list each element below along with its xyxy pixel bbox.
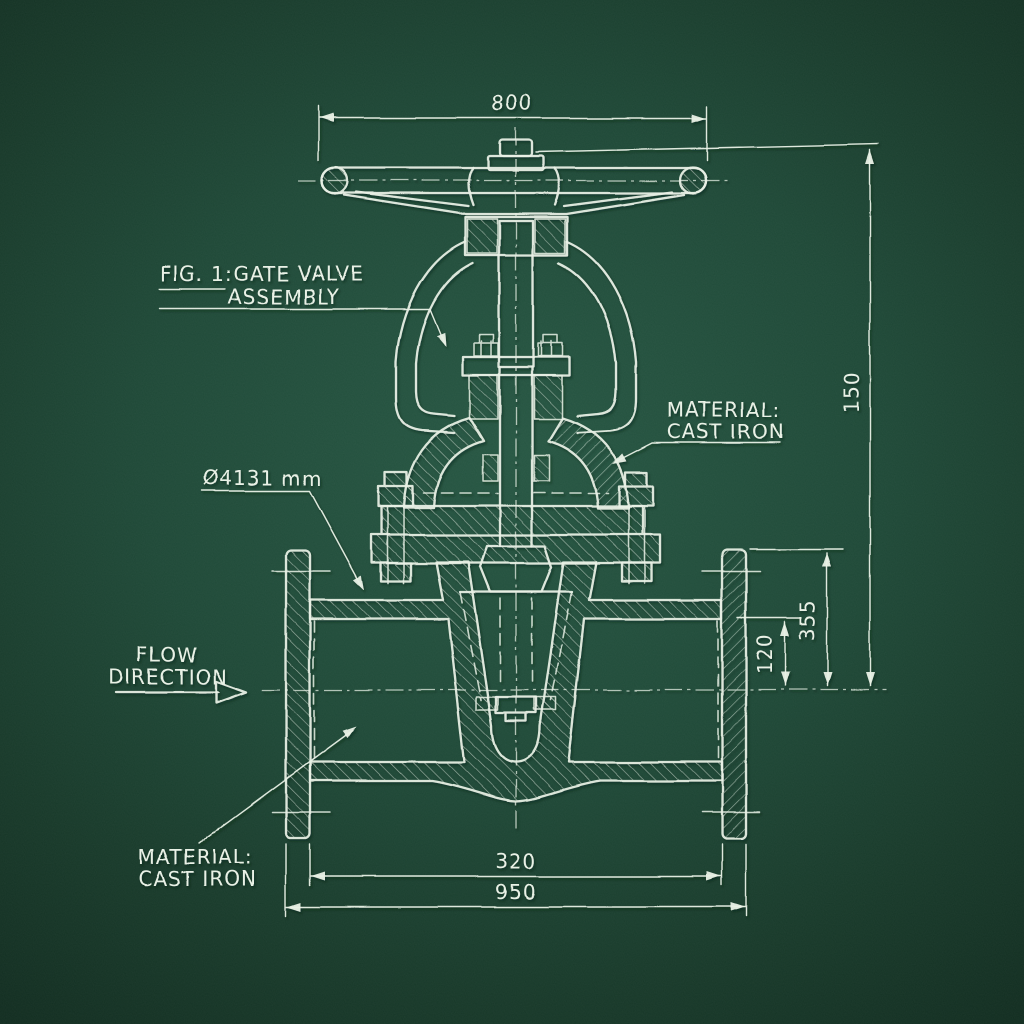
figure-title-leader-arrow <box>436 332 446 347</box>
figure-title-line1: FIG. 1: <box>160 262 232 286</box>
dim-800-arrow-right <box>692 113 706 123</box>
dimension-800: 800 <box>317 91 708 161</box>
dimension-320: 320 <box>309 843 723 886</box>
figure-title-line2: GATE VALVE <box>233 262 363 286</box>
material-lower-leader <box>198 729 354 844</box>
dim-950-text: 950 <box>495 880 536 904</box>
bonnet-bolt-studs <box>387 505 645 584</box>
dim-800-text: 800 <box>491 91 532 115</box>
valve-body <box>271 548 761 840</box>
dimension-120: 120 <box>737 617 802 687</box>
dim-950-arrow-right <box>731 902 745 912</box>
dim-320-arrow-right <box>707 871 721 881</box>
handwheel-knob-right <box>678 166 708 195</box>
wedge-foot-block <box>494 695 538 723</box>
dim-355-lines <box>749 548 844 687</box>
yoke-arms <box>394 240 638 435</box>
stem-backseat-section <box>482 454 550 482</box>
yoke <box>394 215 638 435</box>
flange-face-ticks <box>271 570 761 813</box>
bonnet-shell-left <box>402 416 486 510</box>
dim-320-text: 320 <box>495 849 536 873</box>
flow-direction: FLOW DIRECTION <box>108 643 248 705</box>
dim-320-arrow-left <box>311 871 325 881</box>
dim-150-arrow-top <box>865 150 875 164</box>
material-callout-lower: MATERIAL: CAST IRON <box>138 726 356 891</box>
dim-150-text: 150 <box>840 371 864 412</box>
dim-150-arrow-bottom <box>865 672 875 686</box>
dim-150-lines <box>535 143 879 687</box>
handwheel-knob-left <box>320 166 350 195</box>
figure-title-leader <box>158 288 446 346</box>
dim-800-arrow-left <box>319 113 333 123</box>
material-upper-line2: CAST IRON <box>667 420 785 444</box>
dim-355-text: 355 <box>796 599 820 640</box>
material-lower-line2: CAST IRON <box>138 867 256 891</box>
pipe-flange-right <box>720 548 748 840</box>
diameter-leader <box>201 490 362 586</box>
bonnet-shell-right <box>546 416 630 510</box>
dim-120-text: 120 <box>753 633 777 674</box>
flow-line1: FLOW <box>136 643 197 667</box>
material-callout-upper: MATERIAL: CAST IRON <box>612 398 785 464</box>
bore-hidden-lines <box>313 620 719 761</box>
material-upper-leader-arrow <box>612 453 627 464</box>
diameter-leader-arrow <box>353 575 364 590</box>
material-upper-leader <box>614 442 781 463</box>
dimension-355: 355 <box>749 548 844 687</box>
dim-120-arrow-top <box>780 622 790 636</box>
figure-title: FIG. 1: GATE VALVE ASSEMBLY <box>158 262 446 347</box>
flow-arrow-head <box>214 679 248 705</box>
dim-355-arrow-top <box>822 553 832 567</box>
dim-120-arrow-bottom <box>780 672 790 686</box>
dim-950-arrow-left <box>287 902 301 912</box>
diameter-callout: Ø4131 mm <box>201 466 364 590</box>
centerlines <box>262 128 886 828</box>
dim-355-arrow-bottom <box>822 672 832 686</box>
material-upper-line1: MATERIAL: <box>667 398 782 422</box>
handwheel-hub-and-spokes <box>342 166 686 216</box>
yoke-sleeve-section <box>466 218 566 254</box>
diameter-text: Ø4131 mm <box>203 466 323 490</box>
handwheel <box>298 138 730 216</box>
dim-800-lines <box>317 105 708 161</box>
pipe-flange-left <box>284 548 312 840</box>
body-shell-section <box>308 560 724 803</box>
dim-320-lines <box>309 843 723 886</box>
figure-title-line3: ASSEMBLY <box>228 285 339 309</box>
bonnet-bolt-nuts <box>377 470 655 583</box>
flow-line2: DIRECTION <box>108 665 228 689</box>
material-lower-line1: MATERIAL: <box>138 845 253 869</box>
wedge-hidden-outline <box>459 591 573 701</box>
dim-950-lines <box>285 843 747 917</box>
material-lower-leader-arrow <box>342 726 356 738</box>
dimension-950: 950 <box>285 843 747 917</box>
dimension-150: 150 <box>535 143 879 687</box>
